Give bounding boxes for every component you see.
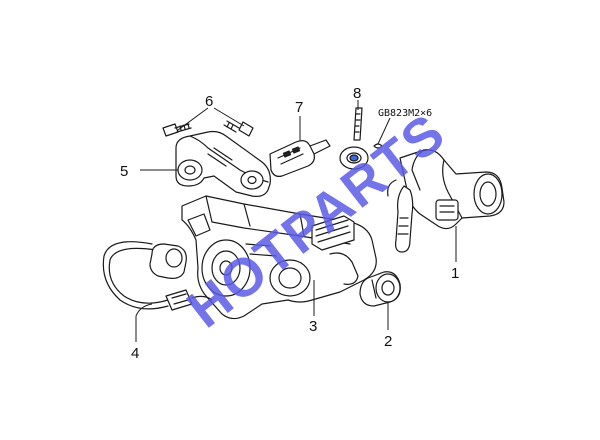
spec-screw-label: GB823M2×6 <box>378 108 432 119</box>
callout-8: 8 <box>353 85 361 102</box>
part-4-wire-harness <box>102 241 213 311</box>
part-1-ignition-switch <box>387 149 505 253</box>
callout-4: 4 <box>131 345 139 362</box>
leader-4 <box>135 303 153 342</box>
screw-right <box>223 120 254 137</box>
callout-3: 3 <box>309 318 317 335</box>
leader-spec <box>377 117 391 145</box>
screw-left <box>162 123 192 137</box>
part-3-column-housing <box>181 195 377 320</box>
leader-6b <box>213 107 245 127</box>
callout-2: 2 <box>384 333 392 350</box>
spec-screws-clip <box>373 143 383 149</box>
leader-lines <box>135 100 457 342</box>
leader-6a <box>177 107 209 131</box>
part-2-lock-ring <box>359 271 401 307</box>
callout-7: 7 <box>295 99 303 116</box>
part-7-remote-key <box>269 139 331 177</box>
callout-5: 5 <box>120 163 128 180</box>
part-5-upper-bracket <box>175 130 271 197</box>
callout-1: 1 <box>451 265 459 282</box>
callout-6: 6 <box>205 93 213 110</box>
part-8-key <box>339 107 369 170</box>
